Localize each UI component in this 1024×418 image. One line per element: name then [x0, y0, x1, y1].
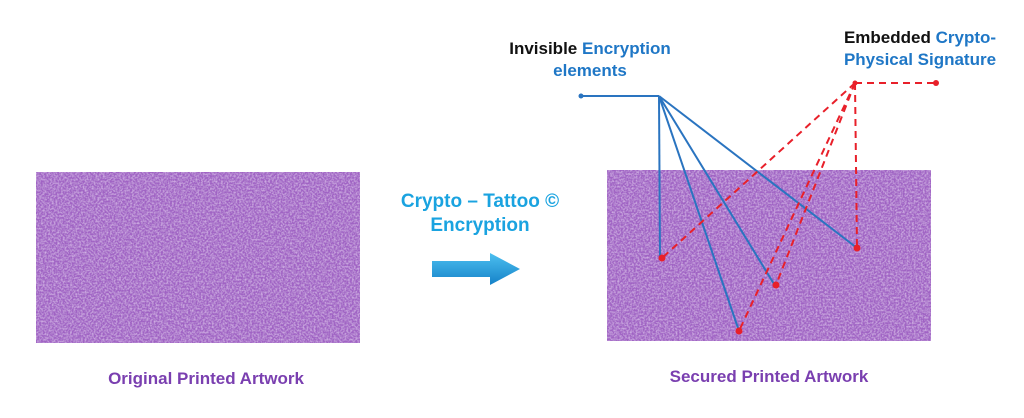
- callout-line-2: Physical Signature: [843, 50, 997, 69]
- red-line-1: [661, 82, 856, 259]
- blue-line-4: [658, 95, 858, 249]
- encryption-element-lines: [581, 95, 858, 332]
- right-arrow-icon: [432, 253, 520, 285]
- point-1: [658, 254, 666, 262]
- callout-word: Encryption: [581, 39, 671, 58]
- blue-line-1: [658, 95, 661, 259]
- secured-artwork-caption: Secured Printed Artwork: [669, 367, 869, 386]
- original-artwork-caption: Original Printed Artwork: [108, 369, 304, 388]
- process-label: Crypto – Tattoo © Encryption: [370, 190, 590, 238]
- callout-word: Invisible: [509, 39, 578, 58]
- point-3: [772, 281, 780, 289]
- callout-word: Embedded: [843, 28, 931, 47]
- red-line-4: [854, 82, 858, 249]
- blue-line-3: [658, 95, 775, 285]
- signature-lines: [661, 82, 936, 332]
- process-line-2: Encryption: [430, 215, 530, 236]
- point-4: [853, 244, 861, 252]
- point-2: [735, 327, 743, 335]
- process-line-1: Crypto – Tattoo ©: [400, 191, 560, 212]
- callout-word: Crypto-: [935, 28, 997, 47]
- original-artwork-image: [36, 172, 360, 343]
- red-hub: [852, 80, 858, 86]
- embedded-signature-callout: Embedded Crypto- Physical Signature: [770, 27, 1024, 71]
- red-line-2: [738, 82, 856, 332]
- signature-points: [658, 244, 861, 335]
- red-endpoint: [933, 80, 939, 86]
- callout-line-2: elements: [553, 61, 627, 80]
- blue-endpoint: [578, 93, 584, 99]
- invisible-elements-callout: Invisible Encryption elements: [440, 38, 740, 82]
- red-line-3: [775, 82, 856, 286]
- blue-line-2: [658, 95, 740, 332]
